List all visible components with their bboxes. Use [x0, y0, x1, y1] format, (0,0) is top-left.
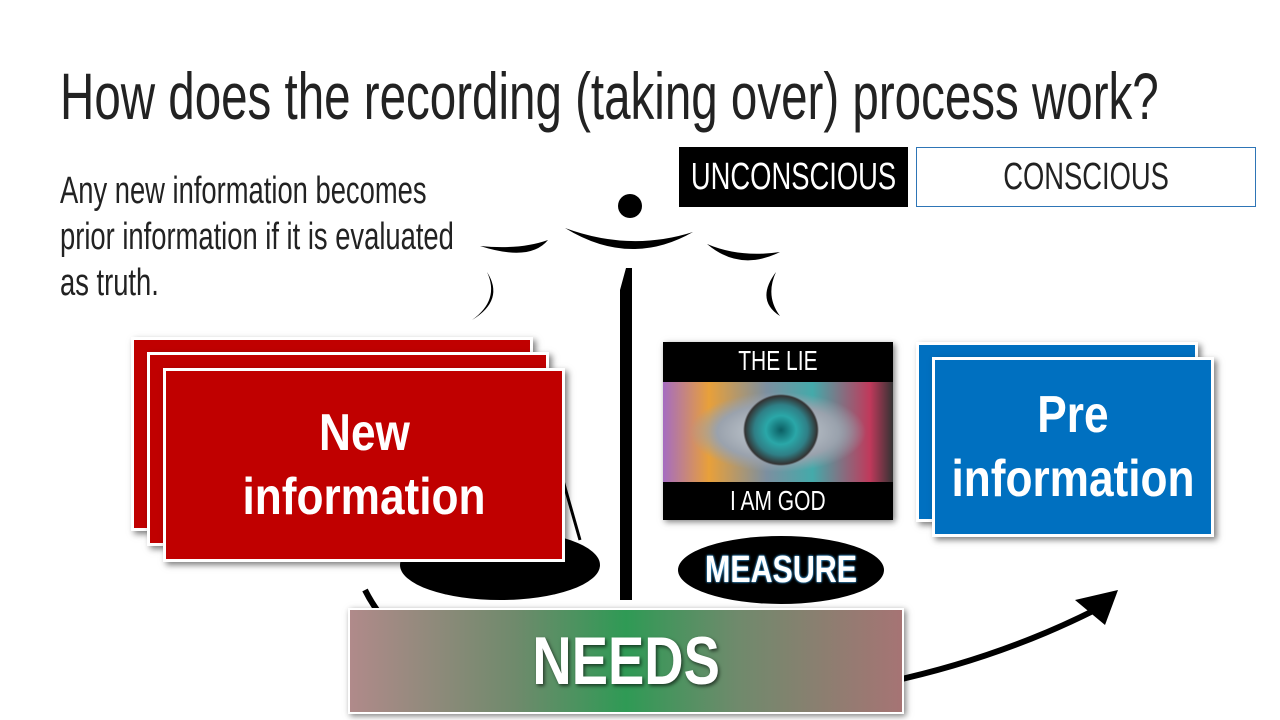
slide-subtitle: Any new information becomes prior inform…: [60, 170, 454, 304]
needs-box: NEEDS: [348, 608, 904, 714]
i-am-god-caption: I AM GOD: [730, 485, 826, 516]
slide-title: How does the recording (taking over) pro…: [60, 59, 1159, 133]
the-lie-image: THE LIE I AM GOD: [663, 342, 893, 520]
unconscious-label: UNCONSCIOUS: [679, 147, 908, 207]
measure-badge: MEASURE: [678, 536, 884, 604]
conscious-label: CONSCIOUS: [916, 147, 1256, 207]
the-lie-caption: THE LIE: [738, 345, 818, 376]
eye-image: [663, 382, 893, 482]
